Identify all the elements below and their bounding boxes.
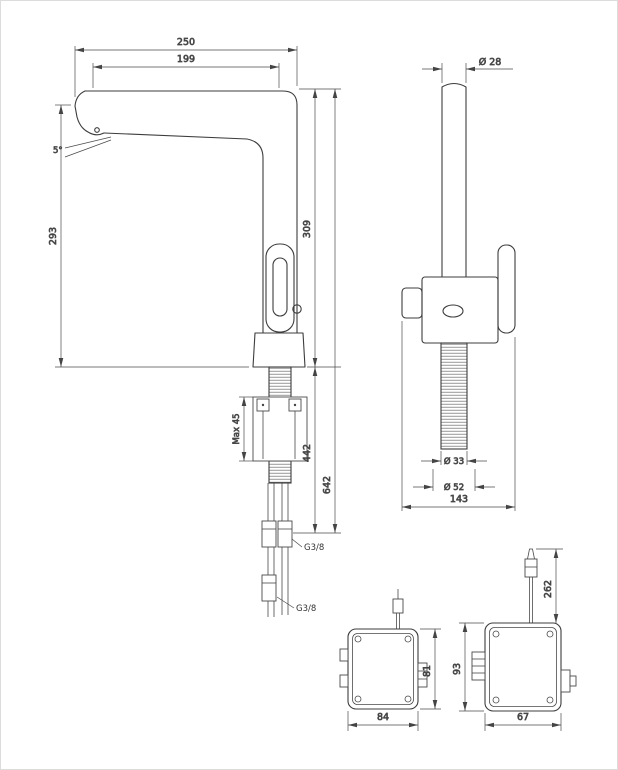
front-view: Ø 28 Ø 33 Ø 52 143 <box>401 57 516 511</box>
dim-label-642: 642 <box>322 476 333 494</box>
side-hoses <box>261 483 293 617</box>
g38-lower-label: G3/8 <box>296 604 316 614</box>
dim-box-front-height: 93 <box>452 622 484 712</box>
dim-label-442: 442 <box>302 444 313 462</box>
dim-below-deck: 442 <box>302 367 318 533</box>
screw <box>354 695 362 703</box>
dim-box-side-height: 81 <box>420 628 441 710</box>
dim-top-height: 309 <box>299 88 341 368</box>
screw <box>546 630 554 638</box>
dim-label-84: 84 <box>377 712 389 723</box>
dim-label-143: 143 <box>450 494 468 505</box>
connector-right <box>560 669 571 693</box>
screw <box>404 695 412 703</box>
dim-label-d52: Ø 52 <box>444 482 464 493</box>
box-front-outer <box>484 622 562 712</box>
dim-label-67: 67 <box>517 712 529 723</box>
side-shank <box>252 366 308 484</box>
aerator-detail <box>94 127 100 133</box>
dim-label-199: 199 <box>177 54 195 65</box>
dim-label-309: 309 <box>302 220 313 238</box>
connector-right-tip <box>569 675 577 687</box>
dim-label-d28: Ø 28 <box>479 57 502 68</box>
body-front <box>421 276 499 344</box>
cable-plug-side <box>392 598 404 614</box>
dim-outlet-height: 293 <box>48 104 249 368</box>
body-slot <box>442 304 464 318</box>
hose-thread-lower: G3/8 <box>276 596 316 614</box>
screw <box>546 696 554 704</box>
dim-base-diameter: Ø 52 <box>413 469 495 493</box>
dim-cable-length: 262 <box>536 548 563 623</box>
box-side-inner <box>352 633 414 705</box>
connector-right <box>417 662 428 688</box>
hose-fitting-left <box>261 520 277 548</box>
dim-box-front-width: 67 <box>484 712 562 731</box>
front-shank <box>440 342 468 450</box>
dim-spout-reach: 199 <box>92 54 280 88</box>
spout-pipe <box>441 82 467 278</box>
screw <box>492 696 500 704</box>
dim-label-max45: Max 45 <box>232 413 242 444</box>
dim-label-81: 81 <box>422 665 433 677</box>
hose-fitting-right <box>277 520 293 548</box>
control-box-front-view: 262 93 67 <box>452 548 577 731</box>
hose-thread-upper: G3/8 <box>291 538 324 553</box>
dim-label-93: 93 <box>452 663 463 675</box>
dim-overall-reach: 250 <box>74 37 298 97</box>
g38-upper-label: G3/8 <box>304 543 324 553</box>
dim-overall-width: 143 <box>401 321 516 511</box>
handle-front <box>497 244 516 334</box>
side-outlet <box>401 287 423 319</box>
screw <box>492 630 500 638</box>
dim-label-293: 293 <box>48 227 59 245</box>
side-view: 250 199 5° 293 309 <box>48 37 341 617</box>
side-handle <box>265 243 302 333</box>
tab-left-bottom <box>339 674 349 688</box>
dim-max-deck: Max 45 <box>232 396 253 462</box>
faucet-front-outline <box>401 82 516 344</box>
tab-left-top <box>339 648 349 662</box>
control-box-side-view: 81 84 <box>339 589 441 731</box>
dim-label-d33: Ø 33 <box>444 456 464 467</box>
screw <box>404 635 412 643</box>
dim-shank-diameter: Ø 33 <box>421 451 487 467</box>
dim-total-height: 642 <box>293 89 341 534</box>
dim-spout-diameter: Ø 28 <box>422 57 513 83</box>
dim-label-250: 250 <box>177 37 195 48</box>
dim-box-side-width: 84 <box>347 711 419 731</box>
faucet-base <box>252 332 306 368</box>
box-front-inner <box>489 627 557 707</box>
dim-label-262: 262 <box>543 580 554 598</box>
screw <box>354 635 362 643</box>
angle-note: 5° <box>53 136 112 158</box>
plug-tip <box>527 548 535 560</box>
box-side-outer <box>347 628 419 710</box>
faucet-side-outline <box>74 90 306 368</box>
angle-label: 5° <box>53 146 63 156</box>
handle-pivot <box>292 304 302 314</box>
cable-plug-front <box>524 558 538 578</box>
hose-fitting-lower <box>261 574 277 602</box>
